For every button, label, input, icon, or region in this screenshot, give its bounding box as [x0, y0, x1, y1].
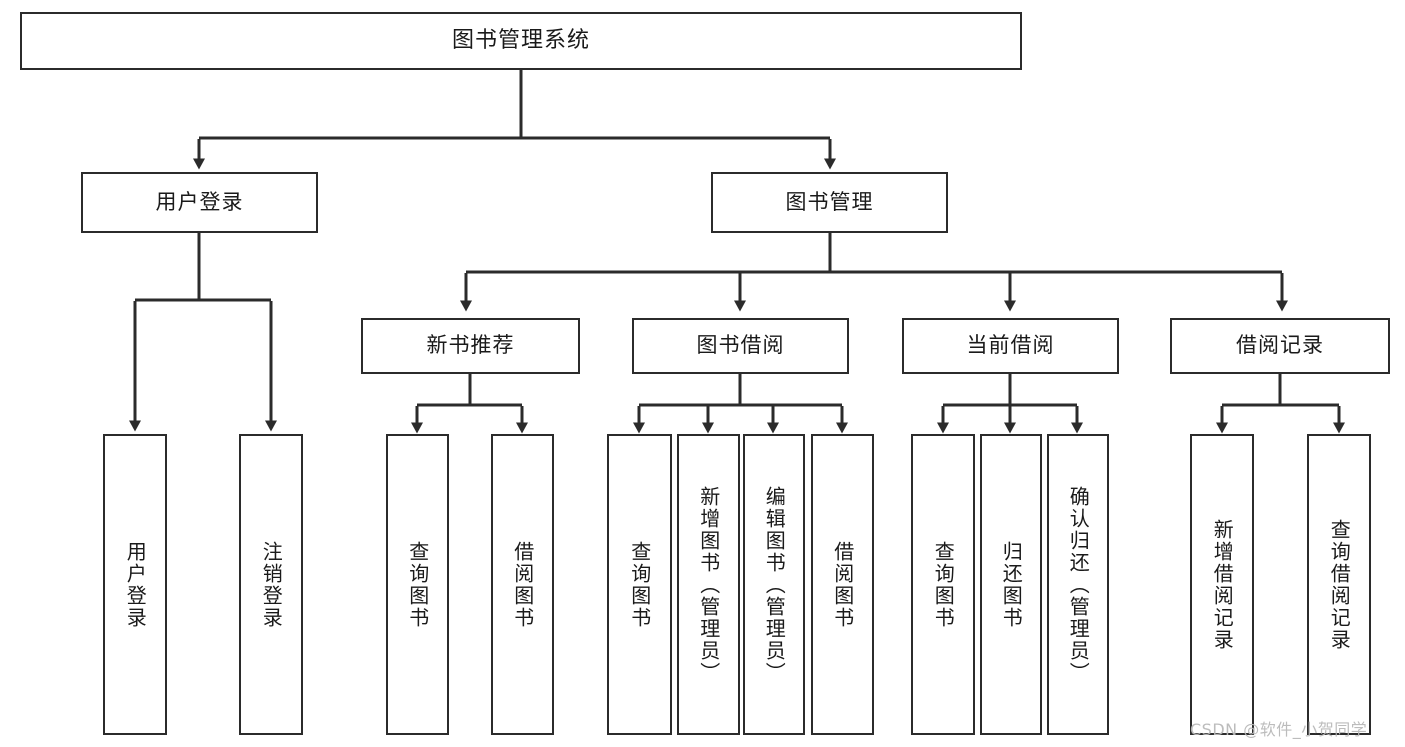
node-book-management-label: 图书管理	[785, 189, 874, 214]
leaf-query-book-current[interactable]: 查询图书	[911, 434, 975, 735]
leaf-user-login-label: 用户登录	[123, 540, 148, 629]
leaf-add-book-admin-label: 新增图书（管理员）	[696, 485, 721, 684]
node-book-borrow-label: 图书借阅	[696, 333, 785, 358]
node-current-borrow-label: 当前借阅	[966, 333, 1055, 358]
leaf-add-borrow-record[interactable]: 新增借阅记录	[1190, 434, 1254, 735]
leaf-return-book[interactable]: 归还图书	[980, 434, 1042, 735]
leaf-query-book-borrow-label: 查询图书	[627, 540, 652, 629]
node-borrow-record[interactable]: 借阅记录	[1170, 318, 1390, 374]
leaf-add-book-admin[interactable]: 新增图书（管理员）	[677, 434, 740, 735]
leaf-logout[interactable]: 注销登录	[239, 434, 303, 735]
leaf-borrow-book[interactable]: 借阅图书	[811, 434, 874, 735]
leaf-query-borrow-record[interactable]: 查询借阅记录	[1307, 434, 1371, 735]
leaf-query-book-recommend-label: 查询图书	[405, 540, 430, 629]
leaf-borrow-book-recommend[interactable]: 借阅图书	[491, 434, 554, 735]
node-user-login-label: 用户登录	[155, 189, 244, 214]
leaf-confirm-return-admin[interactable]: 确认归还（管理员）	[1047, 434, 1109, 735]
node-book-borrow[interactable]: 图书借阅	[632, 318, 849, 374]
node-current-borrow[interactable]: 当前借阅	[902, 318, 1119, 374]
leaf-edit-book-admin-label: 编辑图书（管理员）	[762, 485, 787, 684]
leaf-query-book-current-label: 查询图书	[931, 540, 956, 629]
node-root-label: 图书管理系统	[451, 27, 590, 53]
leaf-add-borrow-record-label: 新增借阅记录	[1210, 518, 1235, 651]
node-book-management[interactable]: 图书管理	[711, 172, 948, 233]
leaf-user-login[interactable]: 用户登录	[103, 434, 167, 735]
leaf-query-book-borrow[interactable]: 查询图书	[607, 434, 672, 735]
leaf-return-book-label: 归还图书	[999, 540, 1024, 629]
leaf-confirm-return-admin-label: 确认归还（管理员）	[1066, 485, 1091, 684]
csdn-watermark: CSDN @软件_小贺同学	[1190, 720, 1368, 739]
node-new-book-recommend-label: 新书推荐	[426, 333, 515, 358]
node-new-book-recommend[interactable]: 新书推荐	[361, 318, 580, 374]
node-borrow-record-label: 借阅记录	[1236, 333, 1324, 358]
node-root[interactable]: 图书管理系统	[20, 12, 1022, 70]
leaf-edit-book-admin[interactable]: 编辑图书（管理员）	[743, 434, 805, 735]
leaf-borrow-book-recommend-label: 借阅图书	[510, 540, 535, 629]
node-user-login[interactable]: 用户登录	[81, 172, 318, 233]
leaf-query-borrow-record-label: 查询借阅记录	[1327, 518, 1352, 651]
leaf-query-book-recommend[interactable]: 查询图书	[386, 434, 449, 735]
leaf-borrow-book-label: 借阅图书	[830, 540, 855, 629]
leaf-logout-label: 注销登录	[259, 540, 284, 629]
